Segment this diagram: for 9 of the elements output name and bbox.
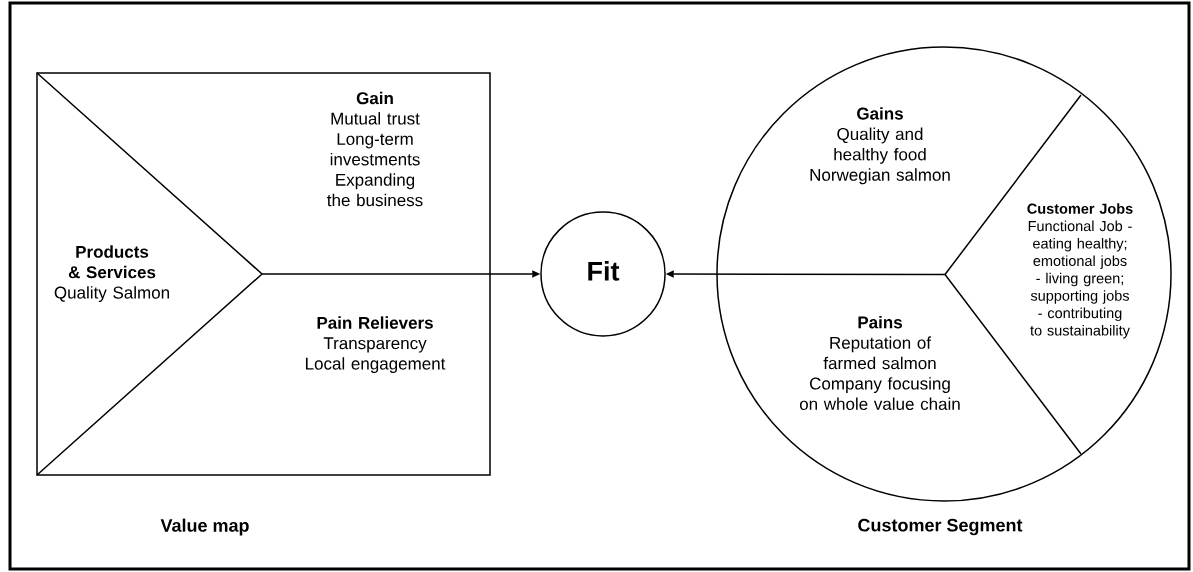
gain-section: Gain Mutual trust Long-term investments Expanding the business (327, 91, 423, 207)
triangle-section: Products & Services Quality Salmon (36, 72, 264, 476)
pain-relievers-section: Pain Relievers Transparency Local engagement (306, 316, 446, 373)
customer-segment-circle (716, 46, 1172, 502)
value-map-box (36, 72, 491, 476)
gains-section: Gains Quality and healthy food Norwegian salmon (810, 107, 950, 185)
pains-section: Pains Reputation of farmed salmon Company focusing on whole value chain (799, 315, 960, 410)
node-label: Customer Segment (858, 518, 1023, 536)
node-label: Value map (160, 518, 249, 536)
